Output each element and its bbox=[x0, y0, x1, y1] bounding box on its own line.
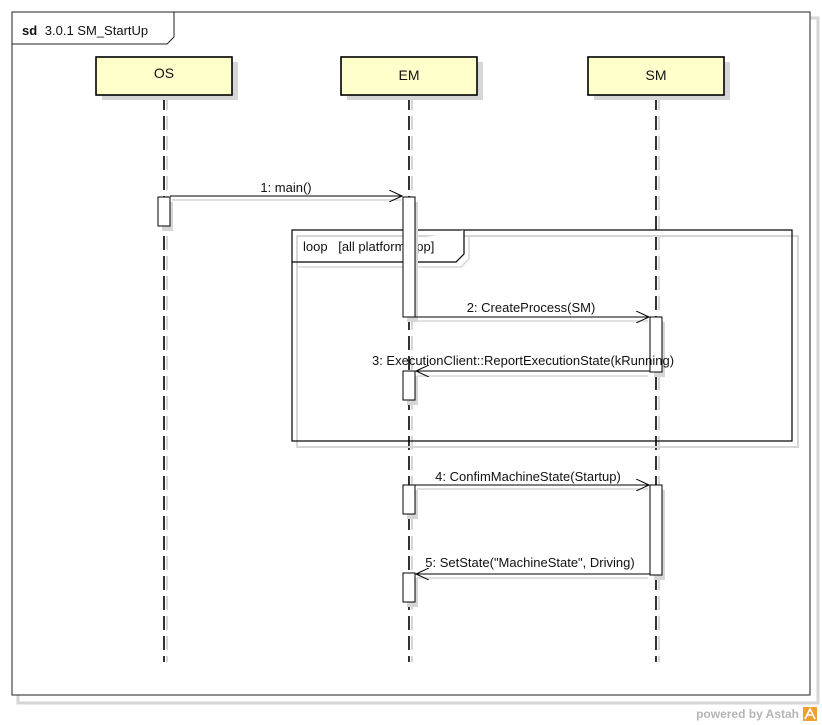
activation-bars bbox=[157, 196, 665, 607]
lifeline-label-os: OS bbox=[154, 65, 174, 81]
message-label-4: 4: ConfimMachineState(Startup) bbox=[435, 469, 621, 484]
watermark: powered by Astah bbox=[696, 707, 817, 721]
message-4[interactable]: 4: ConfimMachineState(Startup) bbox=[415, 469, 649, 489]
message-label-3: 3: ExecutionClient::ReportExecutionState… bbox=[372, 353, 674, 368]
lifeline-label-em: EM bbox=[399, 67, 420, 83]
frame-name: 3.0.1 SM_StartUp bbox=[45, 23, 148, 38]
message-1[interactable]: 1: main() bbox=[170, 180, 402, 200]
watermark-text: powered by Astah bbox=[696, 707, 799, 721]
message-5[interactable]: 5: SetState("MachineState", Driving) bbox=[416, 555, 650, 578]
fragment-operator: loop bbox=[303, 239, 328, 254]
message-label-1: 1: main() bbox=[260, 180, 311, 195]
lifeline-label-sm: SM bbox=[646, 67, 667, 83]
frame-keyword: sd bbox=[22, 23, 37, 38]
message-label-2: 2: CreateProcess(SM) bbox=[467, 300, 596, 315]
astah-logo-icon bbox=[803, 707, 817, 721]
lifeline-head-os[interactable]: OS bbox=[95, 56, 238, 100]
message-2[interactable]: 2: CreateProcess(SM) bbox=[415, 300, 649, 321]
message-3[interactable]: 3: ExecutionClient::ReportExecutionState… bbox=[372, 353, 674, 376]
lifeline-head-em[interactable]: EM bbox=[340, 56, 483, 100]
fragment-guard: [all platform app] bbox=[338, 239, 434, 254]
message-label-5: 5: SetState("MachineState", Driving) bbox=[425, 555, 634, 570]
frame-title: sd 3.0.1 SM_StartUp bbox=[22, 23, 148, 38]
lifeline-head-sm[interactable]: SM bbox=[587, 56, 730, 100]
